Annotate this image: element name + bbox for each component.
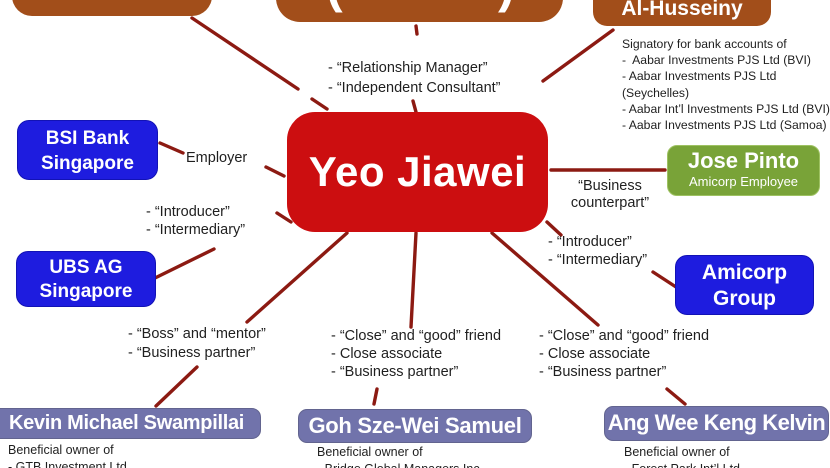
node-label: UBS AG [49, 257, 123, 278]
node-label: Group [713, 287, 776, 310]
node-label: Ang Wee Keng Kelvin [607, 410, 826, 435]
note-line: (Seychelles) [622, 85, 690, 100]
connector-segment [264, 165, 286, 178]
partial-text-glyph: ( [326, 0, 343, 10]
node-label: Singapore [41, 153, 134, 174]
node-label: Al-Husseiny [621, 0, 743, 20]
edge-label-consultant: - “Relationship Manager” - “Independent … [328, 60, 501, 96]
connector-segment [541, 28, 615, 83]
note-line: - Bridge Global Managers Inc [317, 461, 480, 468]
node-label: Kevin Michael Swampillai [8, 412, 245, 434]
node-label: Singapore [39, 281, 133, 302]
node-sublabel: Amicorp Employee [688, 174, 799, 189]
edge-label-amicorp-roles: - “Introducer” - “Intermediary” [548, 234, 648, 268]
connector-segment [411, 99, 418, 114]
connector-segment [409, 231, 418, 329]
connector-segment [665, 387, 687, 406]
node-al-husseiny: Al-Husseiny [593, 0, 771, 26]
node-label: Amicorp [701, 261, 788, 284]
connector-segment [190, 16, 300, 91]
node-goh-sze-wei-samuel: Goh Sze-Wei Samuel [298, 409, 532, 443]
connector-segment [158, 141, 185, 155]
ang-owner-note: Beneficial owner of - Forest Park Int’l … [624, 444, 740, 468]
node-bsi-bank-singapore: BSI Bank Singapore [17, 120, 158, 180]
note-title: Beneficial owner of [317, 445, 423, 459]
connector-segment [651, 270, 678, 289]
note-line: - Aabar Int’l Investments PJS Ltd (BVI) [622, 101, 830, 116]
edge-label-employer: Employer [186, 150, 248, 166]
goh-owner-note: Beneficial owner of - Bridge Global Mana… [317, 444, 480, 468]
connector-segment [154, 365, 199, 408]
node-amicorp-group: Amicorp Group [675, 255, 814, 315]
node-label: Yeo Jiawei [308, 148, 527, 195]
partial-text-glyph: ) [498, 0, 515, 10]
node-label: BSI Bank [45, 128, 130, 149]
kevin-owner-note: Beneficial owner of - GTB Investment Ltd [8, 442, 127, 468]
al-husseiny-signatory-note: Signatory for bank accounts of - Aabar I… [622, 36, 830, 133]
edge-label-ubs-roles: - “Introducer” - “Intermediary” [146, 204, 246, 238]
note-title: Beneficial owner of [624, 445, 730, 459]
node-top-middle-entity: ( ) [276, 0, 563, 22]
note-line: - Aabar Investments PJS Ltd (Samoa) [622, 118, 827, 133]
edge-label-kevin-relation: - “Boss” and “mentor” - “Business partne… [128, 326, 266, 361]
node-yeo-jiawei: Yeo Jiawei [287, 112, 548, 232]
edge-label-ang-relation: - “Close” and “good” friend - Close asso… [539, 328, 710, 380]
note-line: - Aabar Investments PJS Ltd [622, 69, 777, 84]
edge-label-goh-relation: - “Close” and “good” friend - Close asso… [331, 328, 502, 380]
node-kevin-michael-swampillai: Kevin Michael Swampillai [0, 408, 261, 439]
node-label: Jose Pinto [687, 148, 800, 173]
connector-segment [153, 247, 216, 280]
node-label: Goh Sze-Wei Samuel [308, 413, 522, 438]
edge-label-business-counterpart: “Business counterpart” [570, 178, 650, 211]
connector-segment [310, 97, 329, 111]
note-line: - Forest Park Int’l Ltd [624, 461, 740, 468]
node-ubs-ag-singapore: UBS AG Singapore [16, 251, 156, 307]
node-jose-pinto: Jose Pinto Amicorp Employee [667, 145, 820, 196]
connector-segment [245, 231, 349, 324]
note-line: - Aabar Investments PJS Ltd (BVI) [622, 53, 811, 68]
connector-segment [372, 387, 379, 406]
connector-segment [414, 24, 419, 36]
node-top-left-entity [12, 0, 212, 16]
note-title: Beneficial owner of [8, 443, 114, 457]
note-line: - GTB Investment Ltd [8, 460, 127, 468]
note-title: Signatory for bank accounts of [622, 37, 787, 51]
node-ang-wee-keng-kelvin: Ang Wee Keng Kelvin [604, 406, 829, 441]
